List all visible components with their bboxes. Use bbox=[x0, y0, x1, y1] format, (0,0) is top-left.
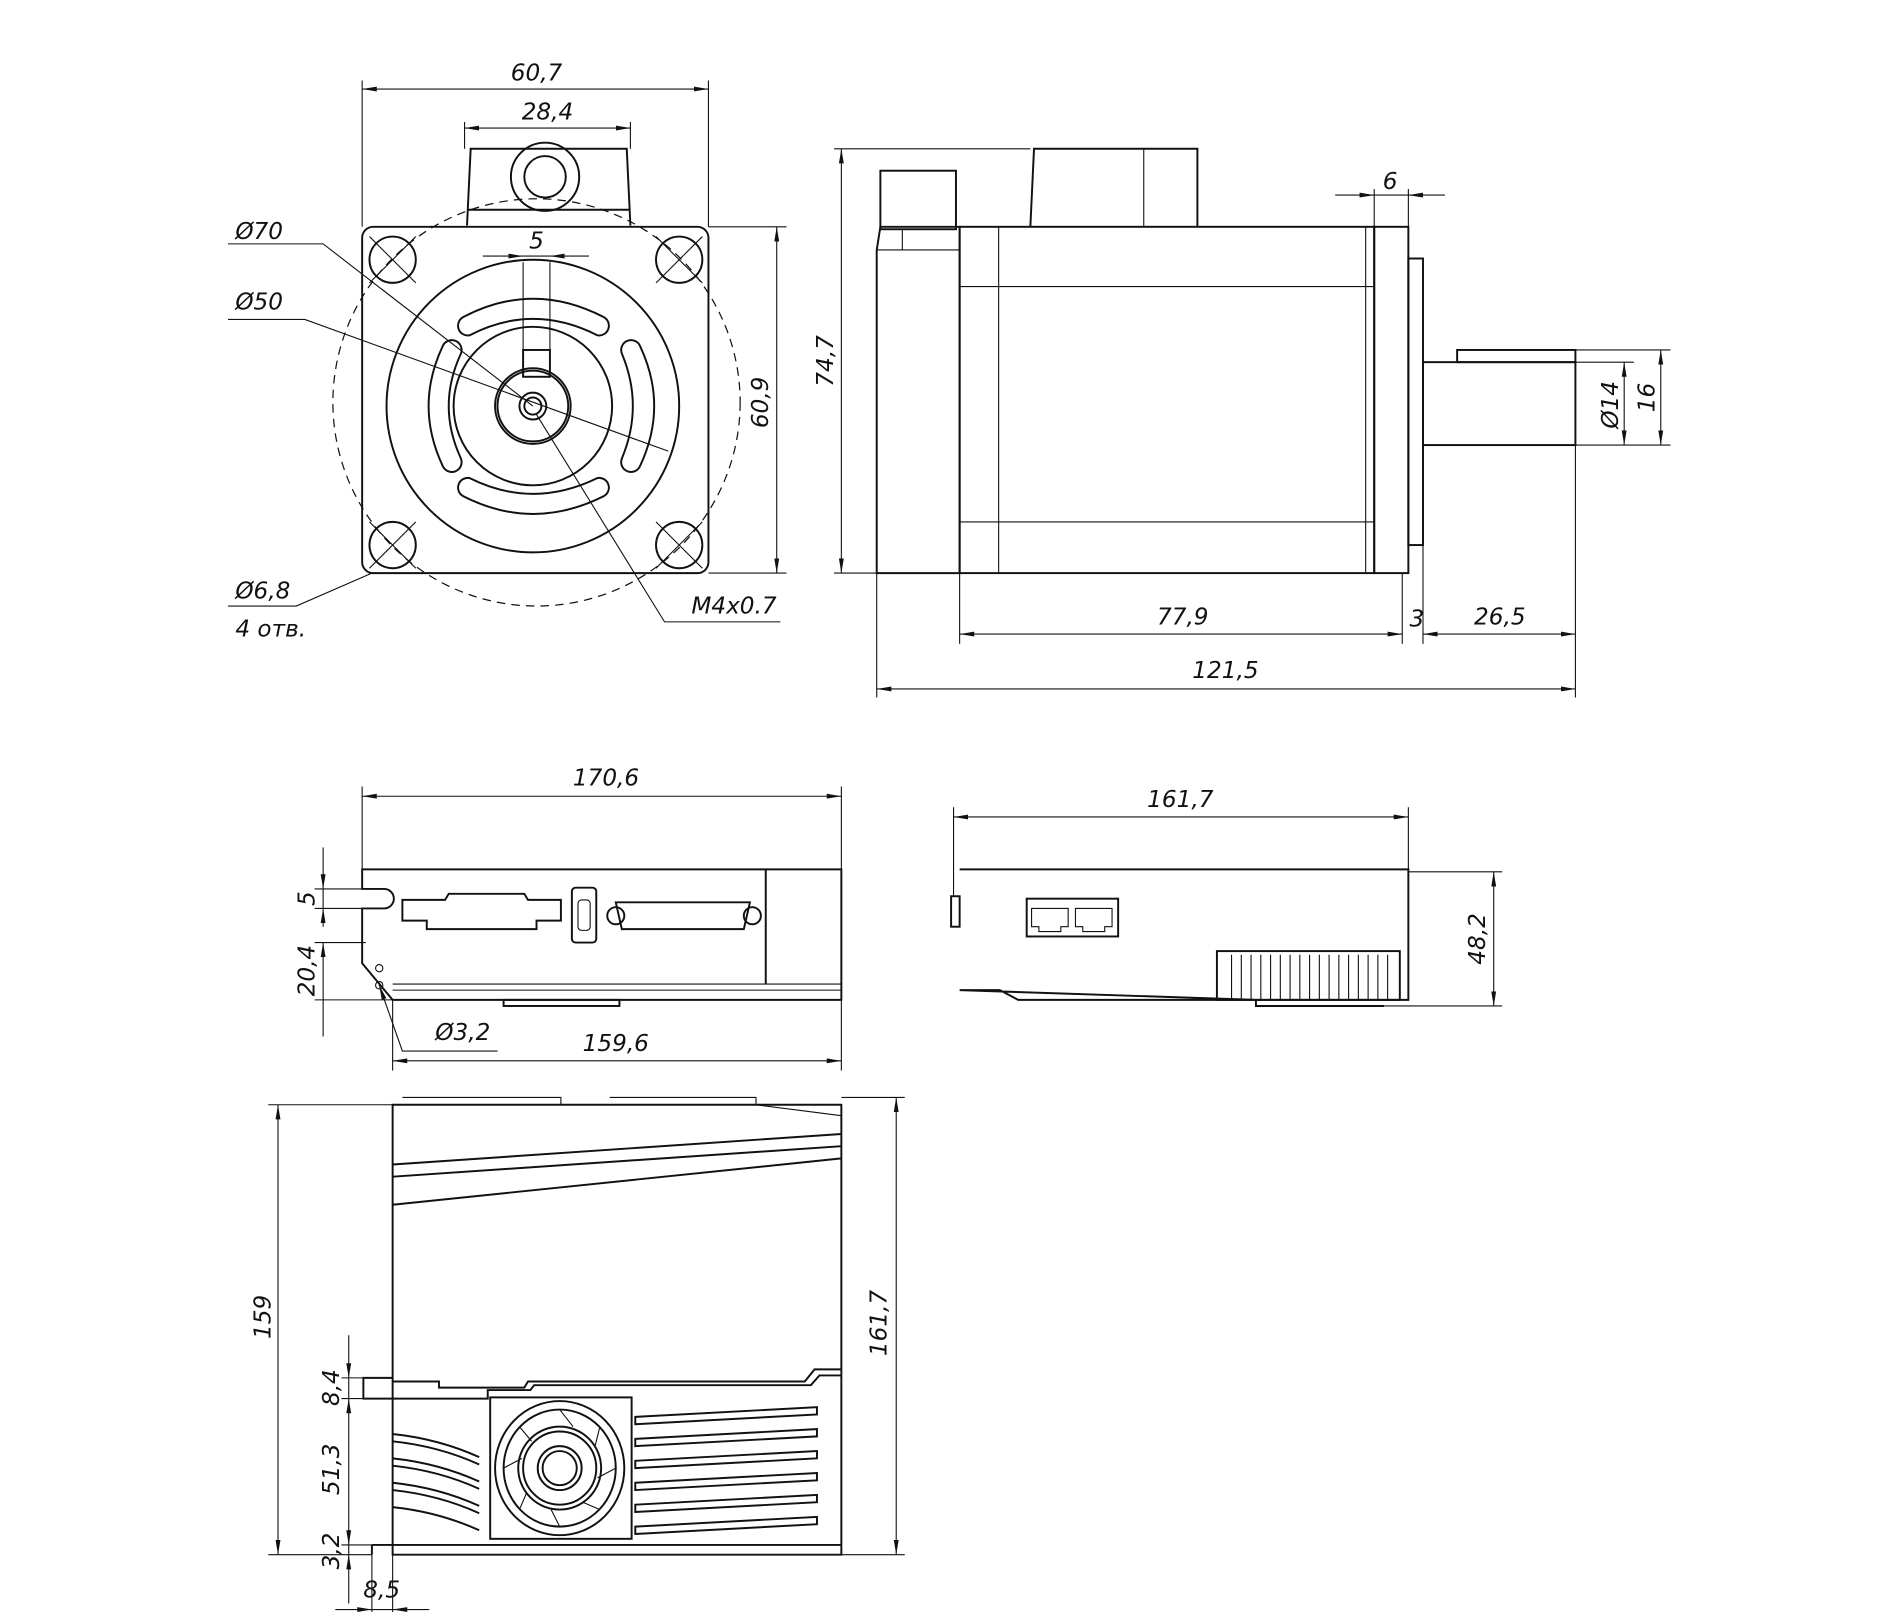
power-connector bbox=[879, 169, 957, 231]
dim-motor-height: 74,7 bbox=[813, 335, 839, 387]
motor-side-view bbox=[875, 147, 1577, 575]
dim-slot-offset: 5 bbox=[295, 891, 321, 906]
dim-total-length: 121,5 bbox=[1192, 658, 1258, 684]
label-hole-diameter: Ø6,8 bbox=[234, 579, 290, 605]
label-driver-hole-diameter: Ø3,2 bbox=[434, 1020, 490, 1046]
driver-front-dimensions: 159 161,7 8,4 51,3 3,2 8,5 bbox=[251, 1096, 905, 1612]
motor-front-view bbox=[332, 141, 741, 607]
driver-top-dimensions: 170,6 159,6 5 20,4 Ø3,2 bbox=[295, 765, 842, 1071]
dim-mount-length: 159,6 bbox=[583, 1031, 649, 1057]
motor-shaft bbox=[1422, 361, 1577, 447]
driver-front-view bbox=[362, 1096, 843, 1556]
bolt-circle bbox=[332, 198, 741, 607]
dim-shaft-length: 26,5 bbox=[1474, 604, 1526, 630]
encoder-connector bbox=[1029, 147, 1199, 227]
dim-flange-width: 60,7 bbox=[511, 60, 563, 86]
dim-key-width: 5 bbox=[529, 229, 544, 255]
driver-top-view bbox=[361, 868, 843, 1007]
front-view-dimensions: 60,7 28,4 60,9 5 Ø70 Ø50 Ø6,8 4 отв. M4x… bbox=[228, 60, 787, 643]
dim-driver-length: 170,6 bbox=[573, 765, 639, 791]
db-connector bbox=[614, 901, 752, 931]
encoder-connector-housing bbox=[466, 147, 632, 226]
shaft-key bbox=[522, 348, 551, 378]
shaft-key-side bbox=[1456, 348, 1577, 364]
dim-shaft-key-height: 16 bbox=[1635, 383, 1661, 412]
dim-connector-width: 28,4 bbox=[522, 100, 574, 126]
dim-step-height: 8,4 bbox=[319, 1369, 345, 1406]
dim-flange-height: 60,9 bbox=[748, 377, 774, 429]
motor-body bbox=[958, 225, 1376, 575]
heatsink bbox=[1215, 950, 1401, 1001]
dim-driver-side-length: 161,7 bbox=[1147, 787, 1214, 813]
dim-base-offset: 8,5 bbox=[363, 1577, 400, 1603]
motor-flange bbox=[1373, 225, 1410, 575]
label-center-thread: M4x0.7 bbox=[691, 593, 777, 619]
dim-flange-step: 3 bbox=[1410, 607, 1425, 633]
dim-front-total-height: 161,7 bbox=[866, 1290, 892, 1357]
label-pilot-diameter: Ø50 bbox=[234, 290, 283, 316]
usb-connector bbox=[570, 886, 598, 944]
mounting-holes bbox=[368, 235, 704, 570]
flange-outline bbox=[361, 225, 710, 575]
cooling-fan bbox=[489, 1396, 633, 1540]
dim-shaft-diameter: Ø14 bbox=[1598, 381, 1624, 430]
label-bolt-circle: Ø70 bbox=[234, 219, 283, 245]
dim-driver-height: 48,2 bbox=[1465, 913, 1491, 965]
driver-side-view bbox=[950, 868, 1410, 1007]
dim-hole-offset: 20,4 bbox=[295, 945, 321, 997]
dim-base-height: 3,2 bbox=[319, 1533, 345, 1570]
dim-front-height: 159 bbox=[251, 1295, 277, 1339]
left-vents bbox=[392, 1432, 480, 1532]
label-hole-count: 4 отв. bbox=[235, 617, 306, 643]
side-view-dimensions: 74,7 6 Ø14 16 77,9 3 26,5 121,5 bbox=[813, 148, 1671, 698]
driver-side-dimensions: 161,7 48,2 bbox=[952, 787, 1503, 1007]
rj45-ports bbox=[1025, 897, 1120, 938]
dim-body-length: 77,9 bbox=[1157, 604, 1209, 630]
io-connector bbox=[401, 892, 562, 931]
right-vents bbox=[634, 1406, 818, 1535]
cooling-slots bbox=[427, 297, 656, 515]
dim-key-length: 6 bbox=[1383, 169, 1398, 195]
dim-fan-zone: 51,3 bbox=[319, 1444, 345, 1496]
